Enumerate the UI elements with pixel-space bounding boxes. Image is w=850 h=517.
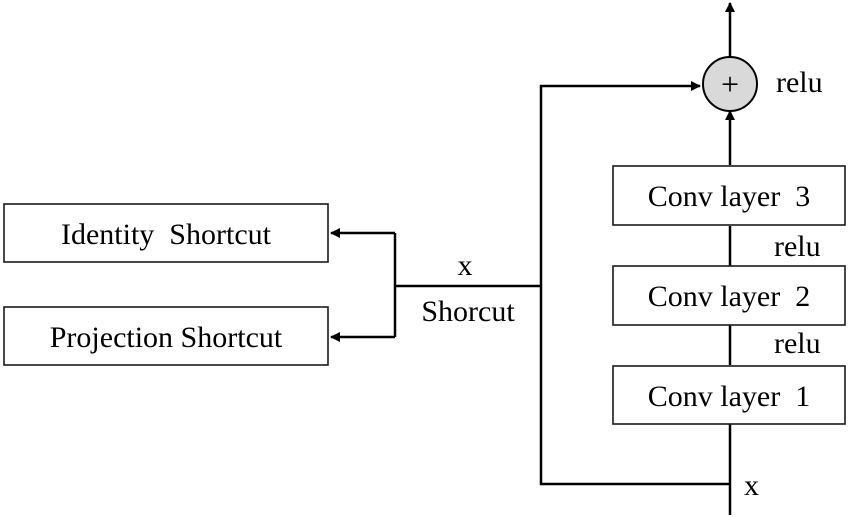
identity-shortcut-label: Identity Shortcut bbox=[61, 218, 272, 251]
conv-layer-1-label: Conv layer 1 bbox=[648, 380, 810, 413]
projection-shortcut-label: Projection Shortcut bbox=[50, 321, 283, 354]
relu-top-label: relu bbox=[776, 66, 823, 99]
relu-between-3-2-label: relu bbox=[774, 230, 821, 263]
connectors bbox=[330, 2, 735, 515]
x-mid-label: x bbox=[458, 249, 473, 282]
relu-between-2-1-label: relu bbox=[774, 327, 821, 360]
conv-layer-3-label: Conv layer 3 bbox=[648, 180, 810, 213]
projection-shortcut-box: Projection Shortcut bbox=[3, 306, 329, 366]
x-bottom-label: x bbox=[744, 469, 759, 502]
conv-layer-2-label: Conv layer 2 bbox=[648, 280, 810, 313]
conv-layer-3-box: Conv layer 3 bbox=[612, 165, 846, 226]
addition-node: + bbox=[702, 56, 758, 112]
plus-sign: + bbox=[721, 66, 739, 102]
shortcut-label: Shorcut bbox=[421, 295, 515, 328]
conv-layer-1-box: Conv layer 1 bbox=[612, 365, 846, 425]
conv-layer-2-box: Conv layer 2 bbox=[612, 265, 846, 326]
identity-shortcut-box: Identity Shortcut bbox=[3, 203, 329, 263]
